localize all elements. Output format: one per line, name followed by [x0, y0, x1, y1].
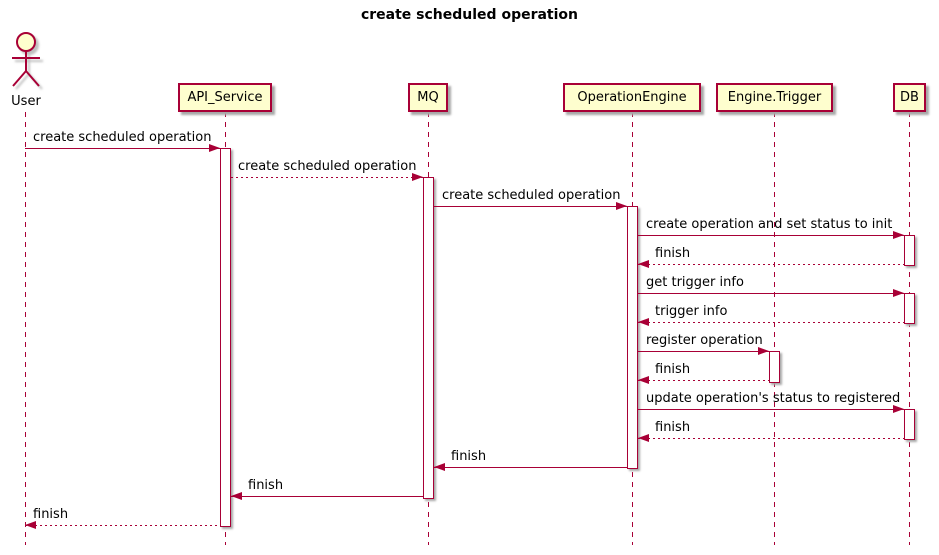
arrowhead-left-icon	[638, 376, 649, 384]
message-9-label: finish	[655, 362, 691, 377]
message-1-line	[25, 148, 220, 149]
message-10-line	[638, 409, 904, 410]
message-14-line	[25, 525, 220, 526]
message-12-label: finish	[451, 449, 487, 464]
message-5-label: finish	[655, 246, 691, 261]
message-12-line	[434, 467, 627, 468]
message-4-line	[638, 235, 904, 236]
message-6-label: get trigger info	[646, 275, 744, 290]
arrowhead-left-icon	[434, 463, 445, 471]
message-9-line	[638, 380, 769, 381]
activation-db-2	[904, 293, 915, 324]
lifeline-user	[25, 112, 26, 545]
participant-engine-trigger: Engine.Trigger	[716, 83, 833, 112]
message-5-line	[638, 264, 904, 265]
activation-api-service	[220, 148, 231, 527]
message-13-line	[231, 496, 423, 497]
arrowhead-left-icon	[231, 492, 242, 500]
message-3-label: create scheduled operation	[442, 188, 621, 203]
activation-engine-trigger	[769, 351, 780, 383]
participant-db: DB	[893, 83, 926, 112]
lifeline-db	[909, 112, 910, 545]
arrowhead-right-icon	[893, 231, 904, 239]
participant-api-service: API_Service	[178, 83, 272, 112]
message-1-label: create scheduled operation	[33, 130, 212, 145]
message-2-line	[231, 177, 423, 178]
message-11-line	[638, 438, 904, 439]
message-7-label: trigger info	[655, 304, 728, 319]
message-8-label: register operation	[646, 333, 763, 348]
message-4-label: create operation and set status to init	[646, 217, 893, 232]
actor-user-label: User	[11, 94, 41, 109]
message-14-label: finish	[33, 507, 69, 522]
arrowhead-left-icon	[25, 521, 36, 529]
participant-mq: MQ	[408, 83, 448, 112]
message-3-line	[434, 206, 627, 207]
participant-operation-engine: OperationEngine	[563, 83, 701, 112]
message-7-line	[638, 322, 904, 323]
arrowhead-right-icon	[893, 289, 904, 297]
arrowhead-right-icon	[758, 347, 769, 355]
activation-db-3	[904, 409, 915, 440]
lifeline-engine-trigger	[774, 112, 775, 545]
message-6-line	[638, 293, 904, 294]
message-2-label: create scheduled operation	[238, 159, 417, 174]
arrowhead-right-icon	[209, 144, 220, 152]
actor-user-icon	[12, 32, 40, 87]
arrowhead-left-icon	[638, 434, 649, 442]
arrowhead-right-icon	[616, 202, 627, 210]
arrowhead-left-icon	[638, 260, 649, 268]
arrowhead-right-icon	[412, 173, 423, 181]
message-11-label: finish	[655, 420, 691, 435]
message-10-label: update operation's status to registered	[646, 391, 901, 406]
arrowhead-left-icon	[638, 318, 649, 326]
arrowhead-right-icon	[893, 405, 904, 413]
message-8-line	[638, 351, 769, 352]
activation-mq	[423, 177, 434, 499]
diagram-title: create scheduled operation	[360, 7, 579, 23]
message-13-label: finish	[248, 478, 284, 493]
activation-operation-engine	[627, 206, 638, 469]
activation-db-1	[904, 235, 915, 266]
